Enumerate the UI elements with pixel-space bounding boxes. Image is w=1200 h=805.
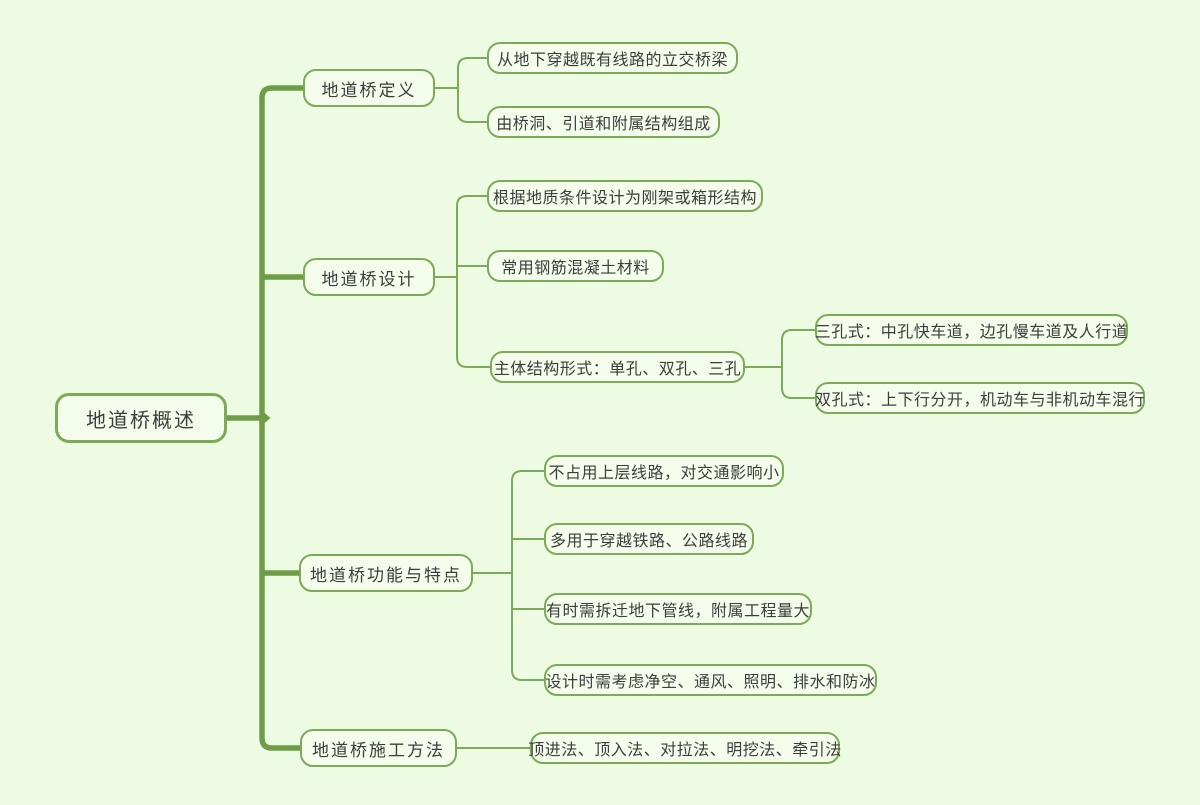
child-node-design-considerations[interactable]: 设计时需考虑净空、通风、照明、排水和防冰 [544,664,877,696]
child-node-underpass-description[interactable]: 从地下穿越既有线路的立交桥梁 [487,42,738,74]
child-node-crossing-usage[interactable]: 多用于穿越铁路、公路线路 [544,523,754,555]
branch-node-construction[interactable]: 地道桥施工方法 [300,729,457,767]
trunk-connectors [227,85,303,751]
subchild-node-two-hole[interactable]: 双孔式：上下行分开，机动车与非机动车混行 [815,382,1145,414]
branch-node-features[interactable]: 地道桥功能与特点 [299,554,473,592]
trunk-junction-arrow [264,412,271,424]
child-node-material[interactable]: 常用钢筋混凝土材料 [487,250,664,282]
child-node-structure-design[interactable]: 根据地质条件设计为刚架或箱形结构 [487,180,763,212]
subchild-node-three-hole[interactable]: 三孔式：中孔快车道，边孔慢车道及人行道 [815,314,1128,346]
child-node-construction-methods[interactable]: 顶进法、顶入法、对拉法、明挖法、牵引法 [528,732,841,764]
child-node-structure-forms[interactable]: 主体结构形式：单孔、双孔、三孔 [490,351,745,383]
branch-node-design[interactable]: 地道桥设计 [303,258,435,296]
child-node-pipeline-relocation[interactable]: 有时需拆迁地下管线，附属工程量大 [544,593,812,625]
root-node[interactable]: 地道桥概述 [55,393,227,443]
child-node-composition[interactable]: 由桥洞、引道和附属结构组成 [487,106,720,138]
branch-connectors [435,57,815,749]
child-node-traffic-impact[interactable]: 不占用上层线路，对交通影响小 [544,455,784,487]
branch-node-definition[interactable]: 地道桥定义 [303,69,435,107]
